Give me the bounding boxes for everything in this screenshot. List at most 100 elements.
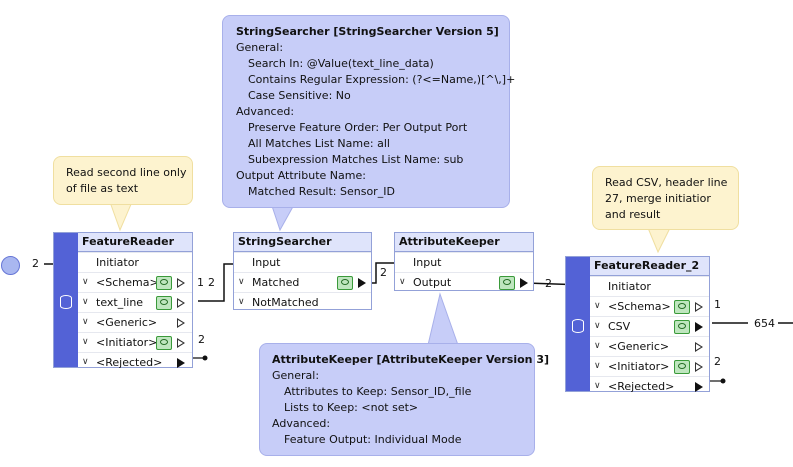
output-port-icon[interactable] [695,302,703,312]
note-line-1: Read CSV, header line [605,176,728,189]
output-port-icon[interactable] [177,278,185,288]
port-schema[interactable]: ∨ <Schema> [78,272,192,292]
port-initiator-output[interactable]: ∨ <Initiator> [590,356,709,376]
port-label: Initiator [608,280,651,293]
output-port-icon[interactable] [177,338,185,348]
port-matched[interactable]: ∨ Matched [234,272,371,292]
port-input[interactable]: Input [395,252,533,272]
port-label: <Initiator> [608,360,670,373]
port-label: <Generic> [608,340,670,353]
chevron-down-icon[interactable]: ∨ [82,357,89,367]
reader-stripe [54,233,78,367]
port-label: <Generic> [96,316,158,329]
attributekeeper-tooltip: AttributeKeeper [AttributeKeeper Version… [259,343,550,456]
chevron-down-icon[interactable]: ∨ [594,361,601,371]
chevron-down-icon[interactable]: ∨ [238,277,245,287]
transformer-title[interactable]: FeatureReader_2 [590,257,709,276]
chevron-down-icon[interactable]: ∨ [594,301,601,311]
tooltip-line: Advanced: [236,105,295,118]
chevron-down-icon[interactable]: ∨ [238,297,245,307]
port-label: Matched [252,276,300,289]
port-output[interactable]: ∨ Output [395,272,533,292]
output-port-icon[interactable] [695,382,703,392]
port-notmatched[interactable]: ∨ NotMatched [234,292,371,312]
note-line-2: 27, merge initiatior [605,192,711,205]
eye-icon[interactable] [156,276,172,290]
tooltip-line: Preserve Feature Order: Per Output Port [248,121,468,134]
feature-count: 1 [197,276,204,289]
eye-icon[interactable] [499,276,515,290]
tooltip-title: AttributeKeeper [AttributeKeeper Version… [272,353,550,366]
port-schema[interactable]: ∨ <Schema> [590,296,709,316]
database-icon [572,319,584,333]
reader-stripe [566,257,590,391]
chevron-down-icon[interactable]: ∨ [594,321,601,331]
port-label: NotMatched [252,296,319,309]
output-port-icon[interactable] [520,278,528,288]
eye-icon[interactable] [156,296,172,310]
chevron-down-icon[interactable]: ∨ [82,337,89,347]
featurereader-2-transformer[interactable]: FeatureReader_2 Initiator ∨ <Schema> ∨ C… [565,256,710,393]
feature-count: 654 [754,317,775,330]
tooltip-line: Output Attribute Name: [236,169,366,182]
port-label: <Initiator> [96,336,158,349]
note-featurereader: Read second line only of file as text [53,156,193,205]
transformer-title[interactable]: FeatureReader [78,233,192,252]
port-initiator-output[interactable]: ∨ <Initiator> [78,332,192,352]
port-rejected[interactable]: ∨ <Rejected> [78,352,192,372]
chevron-down-icon[interactable]: ∨ [82,317,89,327]
transformer-title[interactable]: StringSearcher [234,233,371,252]
tooltip-line: Case Sensitive: No [248,89,351,102]
output-port-icon[interactable] [695,362,703,372]
port-label: text_line [96,296,144,309]
stringsearcher-tooltip: StringSearcher [StringSearcher Version 5… [222,15,515,208]
transformer-title[interactable]: AttributeKeeper [395,233,533,252]
output-port-icon[interactable] [358,278,366,288]
port-label: <Schema> [96,276,159,289]
output-port-icon[interactable] [695,342,703,352]
chevron-down-icon[interactable]: ∨ [399,277,406,287]
featurereader-transformer[interactable]: FeatureReader Initiator ∨ <Schema> ∨ tex… [53,232,193,369]
feature-count: 2 [380,266,387,279]
output-port-icon[interactable] [177,318,185,328]
chevron-down-icon[interactable]: ∨ [594,381,601,391]
eye-icon[interactable] [674,300,690,314]
port-input[interactable]: Input [234,252,371,272]
port-csv[interactable]: ∨ CSV [590,316,709,336]
note-line-1: Read second line only [66,166,187,179]
eye-icon[interactable] [156,336,172,350]
port-label: Input [252,256,281,269]
port-generic[interactable]: ∨ <Generic> [590,336,709,356]
note-line-3: and result [605,208,661,221]
output-port-icon[interactable] [695,322,703,332]
output-port-icon[interactable] [177,358,185,368]
tooltip-line: Advanced: [272,417,331,430]
port-label: CSV [608,320,631,333]
eye-icon[interactable] [674,360,690,374]
output-port-icon[interactable] [177,298,185,308]
tooltip-line: Matched Result: Sensor_ID [248,185,395,198]
port-initiator[interactable]: Initiator [590,276,709,296]
creator-node[interactable] [1,256,20,275]
port-label: Input [413,256,442,269]
note-line-2: of file as text [66,182,139,195]
tooltip-title: StringSearcher [StringSearcher Version 5… [236,25,499,38]
feature-count: 2 [198,333,205,346]
chevron-down-icon[interactable]: ∨ [594,341,601,351]
tooltip-line: Feature Output: Individual Mode [284,433,462,446]
port-generic[interactable]: ∨ <Generic> [78,312,192,332]
port-rejected[interactable]: ∨ <Rejected> [590,376,709,396]
tooltip-line: General: [236,41,284,54]
tooltip-line: Attributes to Keep: Sensor_ID,_file [284,385,472,398]
port-initiator[interactable]: Initiator [78,252,192,272]
port-text-line[interactable]: ∨ text_line [78,292,192,312]
tooltip-line: General: [272,369,320,382]
eye-icon[interactable] [674,320,690,334]
port-label: Output [413,276,452,289]
chevron-down-icon[interactable]: ∨ [82,297,89,307]
attributekeeper-transformer[interactable]: AttributeKeeper Input ∨ Output [394,232,534,291]
stringsearcher-transformer[interactable]: StringSearcher Input ∨ Matched ∨ NotMatc… [233,232,372,310]
chevron-down-icon[interactable]: ∨ [82,277,89,287]
eye-icon[interactable] [337,276,353,290]
port-label: <Rejected> [608,380,675,393]
